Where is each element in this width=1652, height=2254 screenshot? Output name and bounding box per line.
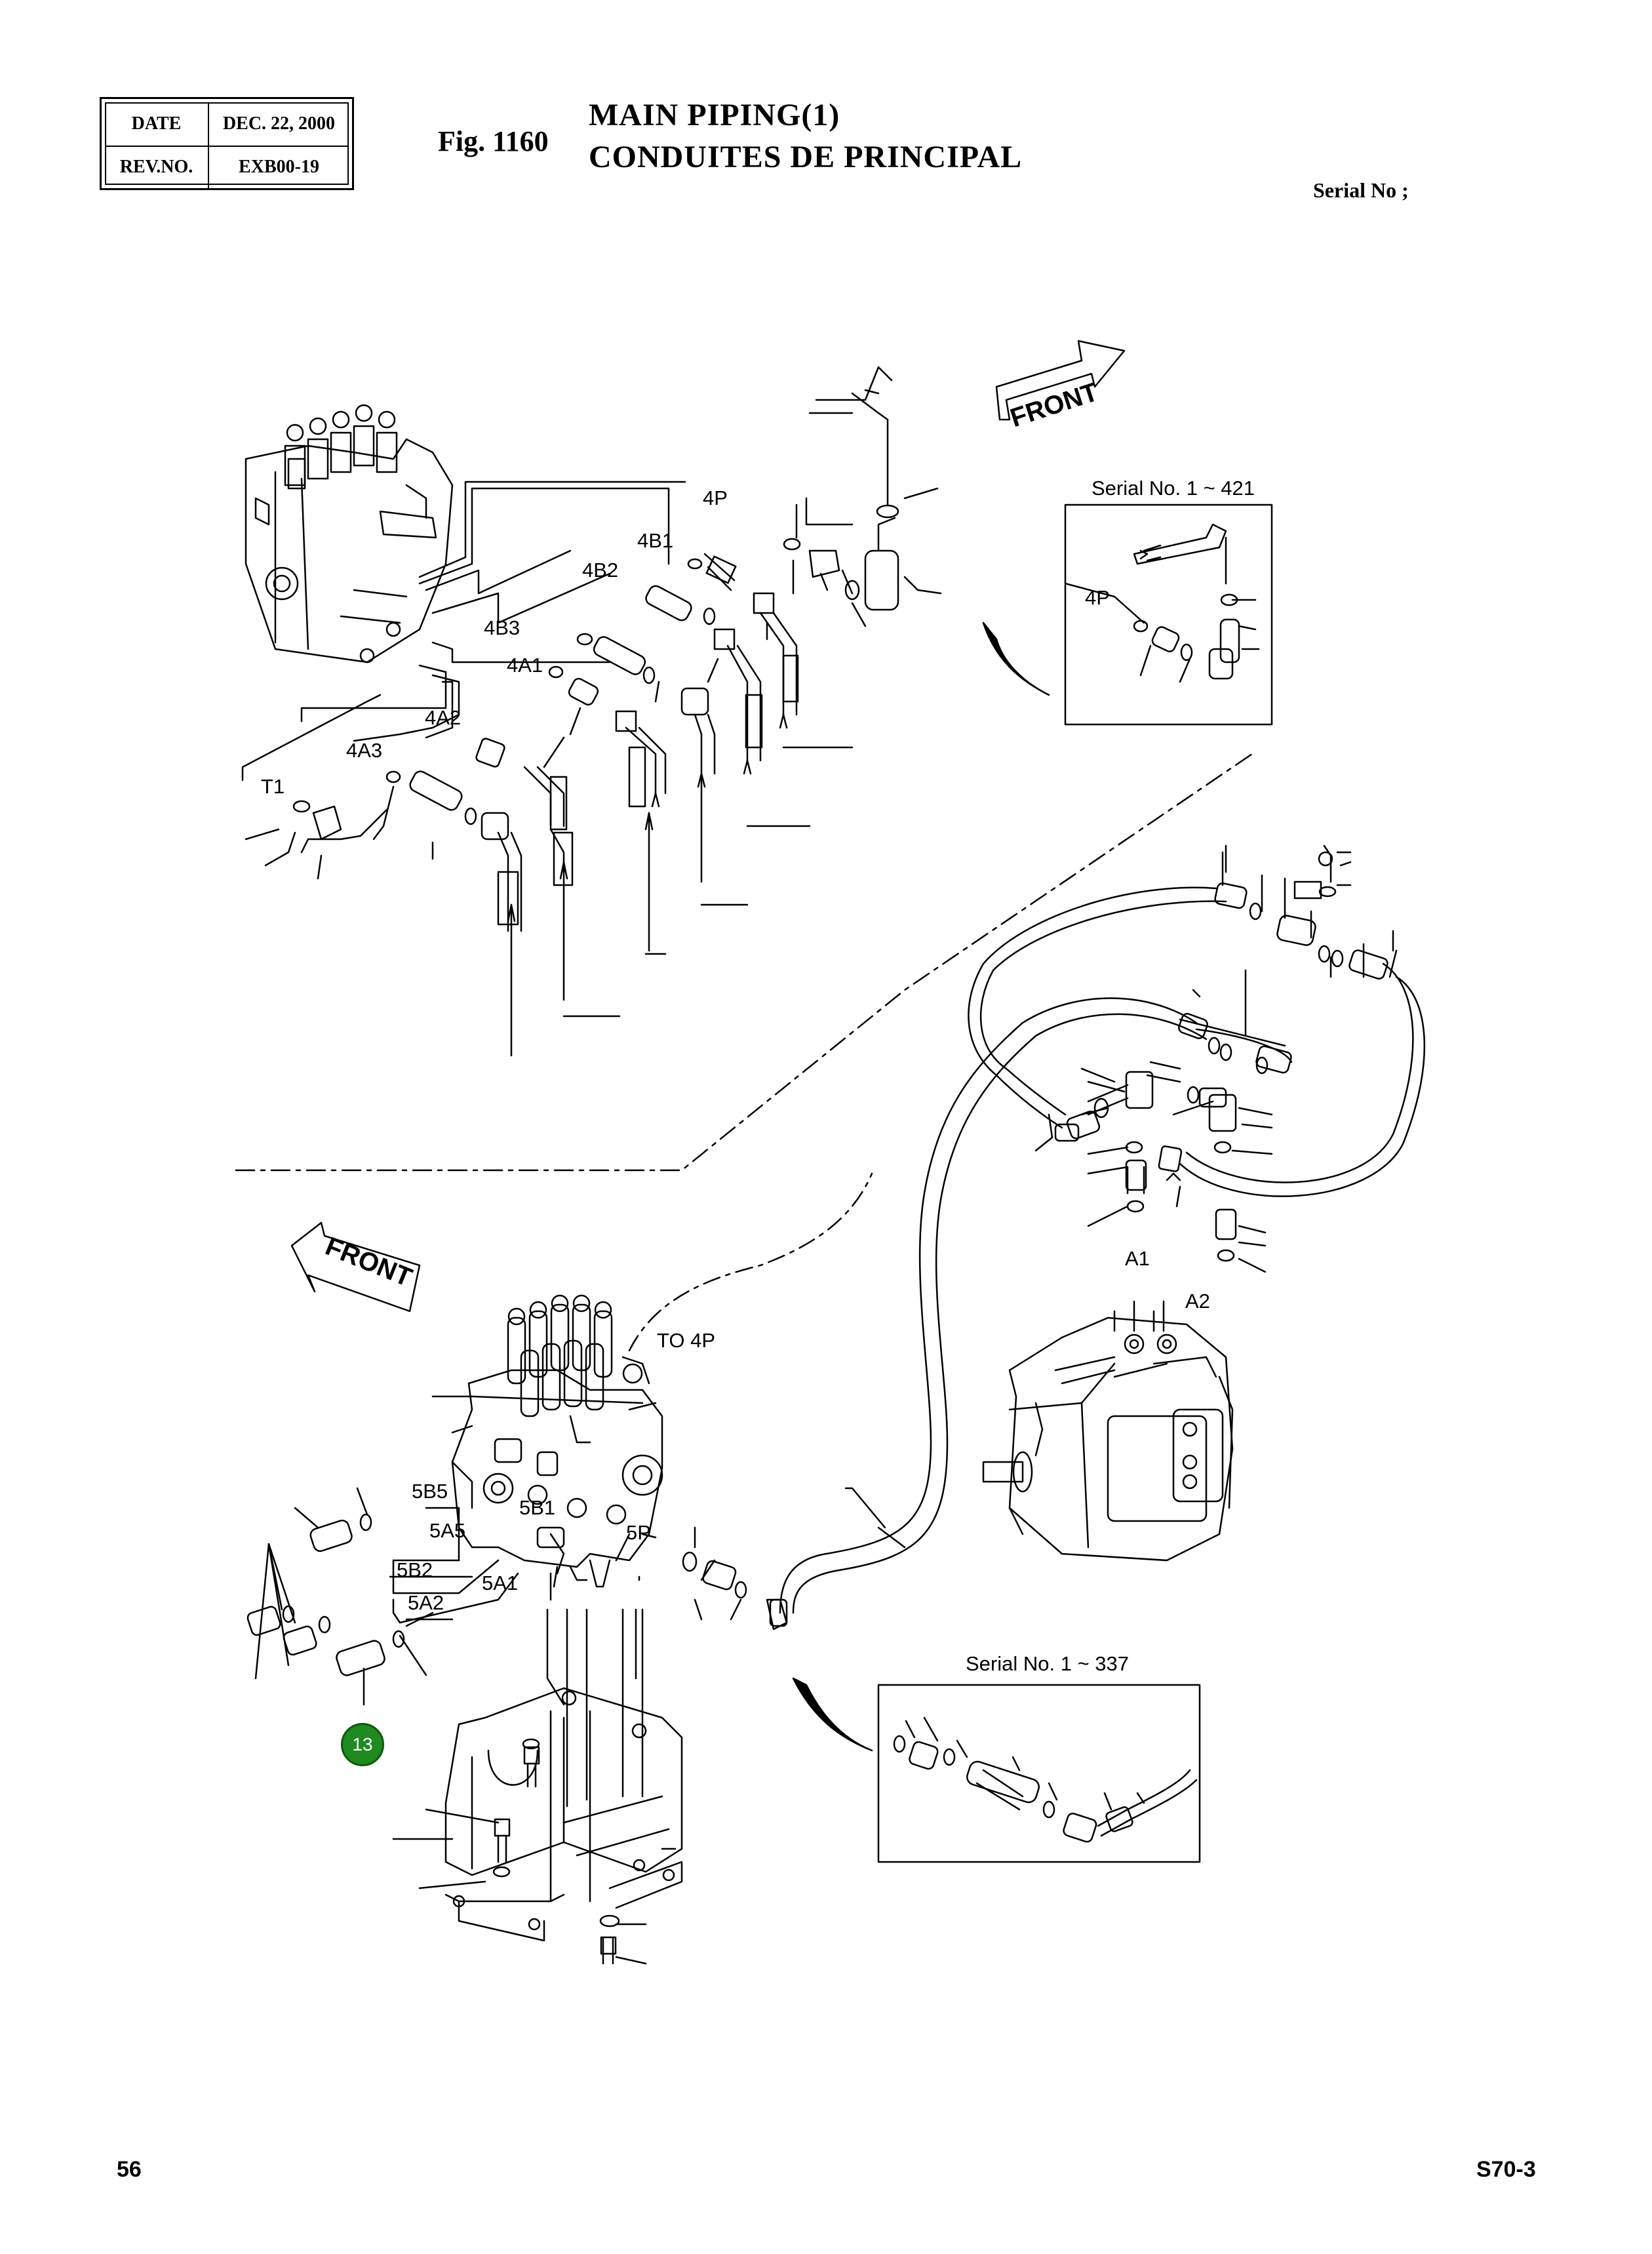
bottom-port-labels: 5B5 5A5 5B1 5P 5B2 5A1 5A2 — [397, 1480, 651, 1614]
control-valve-bottom-icon — [451, 1294, 663, 1588]
swirl-arrow-bottom-icon — [792, 1677, 873, 1752]
label-5b2: 5B2 — [397, 1558, 433, 1581]
inset-bottom-title: Serial No. 1 ~ 337 — [966, 1652, 1129, 1675]
hydraulic-pump-icon — [982, 1300, 1234, 1562]
valve-stand-frame-icon — [392, 1608, 683, 1965]
page-number: 56 — [117, 2157, 142, 2182]
top-port-labels: 4P 4B1 4B2 4B3 4A1 4A2 4A3 T1 — [261, 486, 728, 798]
bottom-left-fittings — [246, 1513, 788, 1676]
date-label: DATE — [105, 102, 209, 146]
label-4a2: 4A2 — [425, 706, 461, 729]
inset-bottom-fittings — [893, 1716, 1198, 1843]
inset-box-bottom — [877, 1684, 1201, 1863]
label-a1: A1 — [1125, 1247, 1150, 1270]
label-t1: T1 — [261, 775, 285, 798]
label-4p: 4P — [703, 486, 728, 509]
label-5b1: 5B1 — [519, 1496, 555, 1519]
pipe-runs-top — [241, 481, 686, 781]
front-label-bottom: FRONT — [321, 1232, 416, 1292]
main-hoses — [779, 886, 1426, 1614]
figure-number: Fig. 1160 — [438, 125, 549, 157]
inset-label-4p: 4P — [1085, 586, 1110, 609]
serial-number-label: Serial No ; — [1313, 178, 1409, 202]
dashed-to-4p-line — [628, 1172, 873, 1352]
inset-box-top — [1064, 504, 1273, 726]
revision-info-table: DATE DEC. 22, 2000 REV.NO. EXB00-19 — [100, 97, 354, 190]
swirl-arrow-top-icon — [982, 622, 1050, 696]
label-4b1: 4B1 — [637, 529, 673, 552]
title-french: CONDUITES DE PRINCIPAL — [589, 140, 1023, 174]
leader-lines-bottom-left — [254, 1395, 906, 1706]
label-4a3: 4A3 — [346, 739, 382, 762]
revision-row: REV.NO. EXB00-19 — [105, 146, 349, 189]
inset-top-title: Serial No. 1 ~ 421 — [1092, 477, 1255, 500]
title-english: MAIN PIPING(1) — [589, 98, 840, 132]
control-valve-top-icon — [245, 404, 454, 663]
top-fittings — [292, 366, 899, 932]
dashed-divider — [235, 753, 1253, 1172]
front-arrow-top-icon — [995, 340, 1126, 421]
label-5a5: 5A5 — [429, 1519, 465, 1542]
label-5a1: 5A1 — [482, 1572, 518, 1594]
date-value: DEC. 22, 2000 — [222, 113, 336, 134]
leader-lines-right — [1080, 844, 1398, 1273]
label-5b5: 5B5 — [412, 1480, 448, 1503]
front-arrow-bottom-icon — [290, 1221, 421, 1313]
part-callout-13[interactable]: 13 — [341, 1723, 384, 1766]
revision-label: REV.NO. — [105, 146, 209, 189]
label-4b3: 4B3 — [484, 616, 520, 639]
leader-lines-top — [245, 487, 942, 1057]
label-4b2: 4B2 — [582, 559, 618, 582]
label-5a2: 5A2 — [408, 1591, 444, 1614]
label-4a1: 4A1 — [507, 654, 543, 677]
date-row: DATE DEC. 22, 2000 — [105, 102, 349, 147]
label-5p: 5P — [626, 1521, 651, 1544]
model-code: S70-3 — [1476, 2157, 1536, 2182]
inset-top-fittings — [1064, 523, 1260, 683]
label-a2: A2 — [1185, 1290, 1210, 1313]
hose-end-fittings — [1054, 844, 1388, 1262]
label-to-4p: TO 4P — [657, 1329, 715, 1352]
revision-value: EXB00-19 — [239, 157, 319, 177]
